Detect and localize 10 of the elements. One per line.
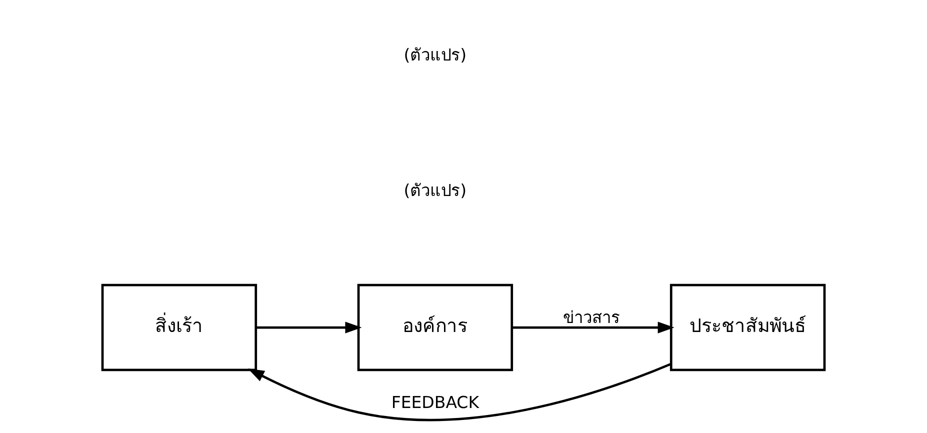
label: (ตัวแปร): [404, 45, 467, 64]
node-box: สิ่งเร้า: [101, 283, 258, 371]
edge-label: ข่าวสาร: [563, 308, 620, 327]
arrow: [512, 321, 674, 333]
label: (ตัวแปร): [404, 180, 467, 200]
node-box: ประชาสัมพันธ์: [670, 283, 826, 371]
arrow: [248, 362, 672, 421]
arrow: [256, 321, 362, 333]
edge-label: FEEDBACK: [391, 392, 480, 412]
node-box: องค์การ: [357, 283, 514, 371]
